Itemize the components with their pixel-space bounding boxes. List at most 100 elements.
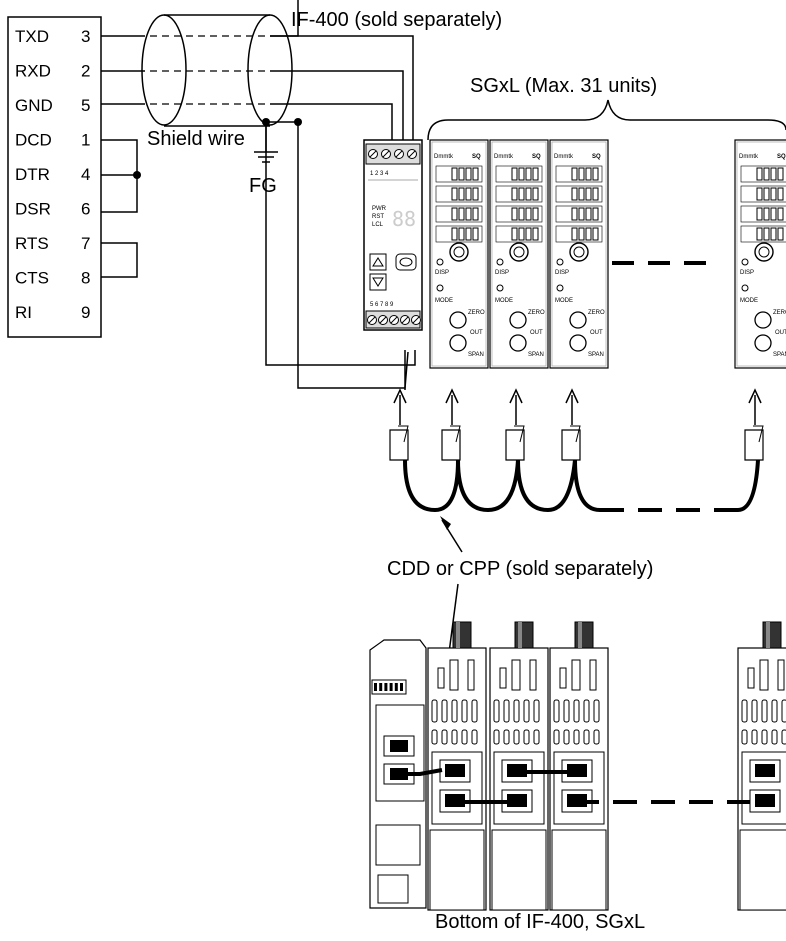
- pin-number: 2: [81, 62, 90, 81]
- out-label: OUT: [470, 330, 483, 336]
- out-label: OUT: [775, 330, 786, 336]
- pin-number: 6: [81, 200, 90, 219]
- sgxl-brand: Dmmtk: [739, 154, 759, 160]
- pin-number: 5: [81, 96, 90, 115]
- span-label: SPAN: [773, 352, 786, 358]
- pin-name: CTS: [15, 269, 49, 288]
- span-button[interactable]: [509, 334, 527, 352]
- if400-label: IF-400 (sold separately): [291, 9, 502, 31]
- disp-label: DISP: [435, 270, 449, 276]
- pin-name: RTS: [15, 234, 49, 253]
- shielded-cable: [101, 0, 416, 389]
- rj-plug: [744, 425, 764, 461]
- span-button[interactable]: [754, 334, 772, 352]
- led-rst: RST: [372, 214, 384, 220]
- zero-button[interactable]: [509, 311, 527, 329]
- units-brace: [427, 99, 786, 141]
- zero-button[interactable]: [569, 311, 587, 329]
- ground-symbol: [254, 126, 278, 163]
- knob: [514, 621, 534, 649]
- up-arrow: [565, 388, 579, 404]
- pin-name: GND: [15, 96, 53, 115]
- pin-name: DCD: [15, 131, 52, 150]
- sgxl-brand: Dmmtk: [434, 154, 454, 160]
- daisy-chain-cable: [403, 459, 601, 513]
- mode-label: MODE: [555, 298, 573, 304]
- connector-arrows: [393, 350, 762, 425]
- disp-label: DISP: [555, 270, 569, 276]
- sgxl-model: SQ: [592, 154, 601, 160]
- span-button[interactable]: [569, 334, 587, 352]
- disp-label: DISP: [740, 270, 754, 276]
- led-pwr: PWR: [372, 206, 387, 212]
- if400-bottom: [369, 639, 427, 909]
- zero-button[interactable]: [449, 311, 467, 329]
- rts-cts-jumper: [101, 242, 138, 278]
- span-button[interactable]: [449, 334, 467, 352]
- mode-label: MODE: [495, 298, 513, 304]
- pin-name: TXD: [15, 27, 49, 46]
- knob: [452, 621, 472, 649]
- pin-number: 8: [81, 269, 90, 288]
- pin-name: DSR: [15, 200, 51, 219]
- zero-label: ZERO: [528, 310, 545, 316]
- sgxl-unit-bottom: [489, 621, 549, 911]
- sgxl-unit-front: Dmmtk SQ DISP MODE ZERO OUT SPAN: [489, 139, 549, 369]
- jumper-node: [133, 171, 141, 179]
- span-label: SPAN: [468, 352, 484, 358]
- sgxl-bottom-units: [427, 621, 786, 911]
- pin-number: 4: [81, 165, 90, 184]
- pin-number: 7: [81, 234, 90, 253]
- up-arrow: [445, 388, 459, 404]
- zero-label: ZERO: [773, 310, 786, 316]
- span-label: SPAN: [528, 352, 544, 358]
- knob: [762, 621, 782, 649]
- sgxl-model: SQ: [532, 154, 541, 160]
- sgxl-model: SQ: [472, 154, 481, 160]
- sgxl-label: SGxL (Max. 31 units): [470, 75, 657, 97]
- dcd-dtr-dsr-jumper: [101, 139, 138, 213]
- sgxl-unit-front: Dmmtk SQ DISP MODE ZERO OUT SPAN: [549, 139, 609, 369]
- rj-plug: [389, 425, 409, 461]
- pin-number: 1: [81, 131, 90, 150]
- if400-bottom-terminal-numbers: 5 6 7 8 9: [370, 302, 394, 308]
- pin-name: RXD: [15, 62, 51, 81]
- sgxl-unit-bottom: [427, 621, 487, 911]
- out-label: OUT: [590, 330, 603, 336]
- down-button[interactable]: [369, 273, 387, 291]
- rj-plug: [505, 425, 525, 461]
- modular-plugs: [389, 425, 764, 461]
- zero-label: ZERO: [468, 310, 485, 316]
- rj-plug: [441, 425, 461, 461]
- shield-wire-label: Shield wire: [147, 128, 245, 150]
- if400-front: 1 2 3 4 PWR RST LCL 88 5 6 7 8 9: [363, 139, 423, 331]
- disp-label: DISP: [495, 270, 509, 276]
- sgxl-brand: Dmmtk: [494, 154, 514, 160]
- cable-label: CDD or CPP (sold separately): [387, 558, 653, 580]
- pin-name: RI: [15, 303, 32, 322]
- led-lcl: LCL: [372, 222, 384, 228]
- pin-number: 3: [81, 27, 90, 46]
- sgxl-brand: Dmmtk: [554, 154, 574, 160]
- span-label: SPAN: [588, 352, 604, 358]
- fg-label: FG: [249, 175, 277, 197]
- if400-set-button[interactable]: [395, 253, 417, 271]
- bottom-view: [369, 621, 786, 911]
- bottom-cable-1: [408, 768, 443, 776]
- pin-name: DTR: [15, 165, 50, 184]
- zero-button[interactable]: [754, 311, 772, 329]
- out-label: OUT: [530, 330, 543, 336]
- sgxl-model: SQ: [777, 154, 786, 160]
- knob: [574, 621, 594, 649]
- up-button[interactable]: [369, 253, 387, 271]
- bottom-label: Bottom of IF-400, SGxL: [435, 911, 645, 933]
- connector-box: [7, 16, 102, 338]
- up-arrow: [393, 388, 407, 404]
- zero-label: ZERO: [588, 310, 605, 316]
- sgxl-front-units: Dmmtk SQ DISP MODE ZERO OUT SPAN Dmmtk SQ DISP MOD…: [429, 139, 786, 369]
